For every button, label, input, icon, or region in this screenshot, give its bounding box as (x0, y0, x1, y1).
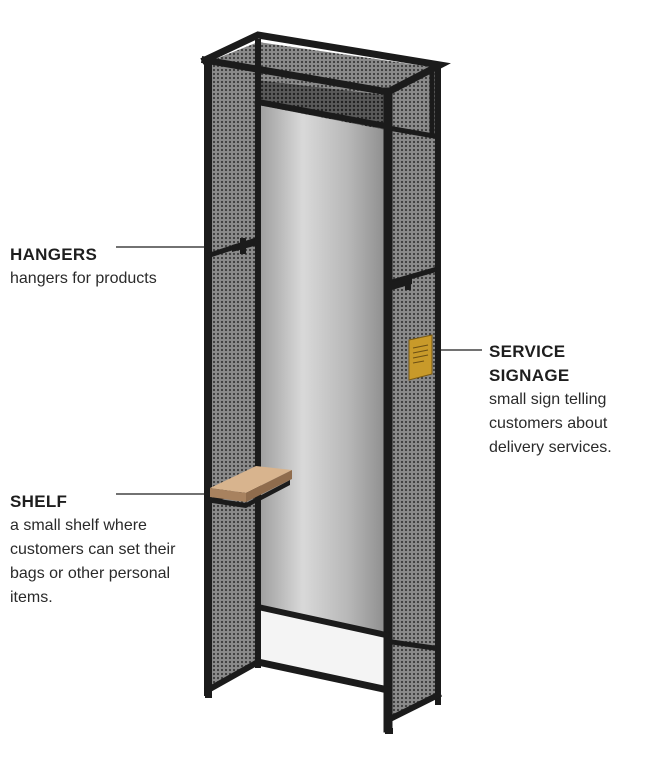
mirror-panel (258, 105, 386, 635)
right-mesh-panel (392, 70, 438, 720)
hanger-bar (232, 238, 258, 254)
service-signage-callout: SERVICE SIGNAGE small sign telling custo… (489, 340, 639, 460)
steel-frame (200, 31, 451, 733)
service-signage-title: SERVICE SIGNAGE (489, 342, 570, 385)
hangers-description: hangers for products (10, 270, 157, 287)
hangers-callout: HANGERS hangers for products (10, 243, 157, 291)
shelf-title: SHELF (10, 492, 68, 511)
service-sign (408, 334, 433, 381)
hangers-title: HANGERS (10, 245, 98, 264)
shelf-description: a small shelf where customers can set th… (10, 517, 176, 606)
hanger-bar-right (392, 276, 412, 290)
left-mesh-panel (208, 42, 258, 690)
shelf-board (210, 466, 292, 508)
feet (205, 663, 441, 734)
leader-lines (116, 246, 482, 495)
service-signage-description: small sign telling customers about deliv… (489, 391, 612, 456)
shelf-callout: SHELF a small shelf where customers can … (10, 490, 180, 610)
